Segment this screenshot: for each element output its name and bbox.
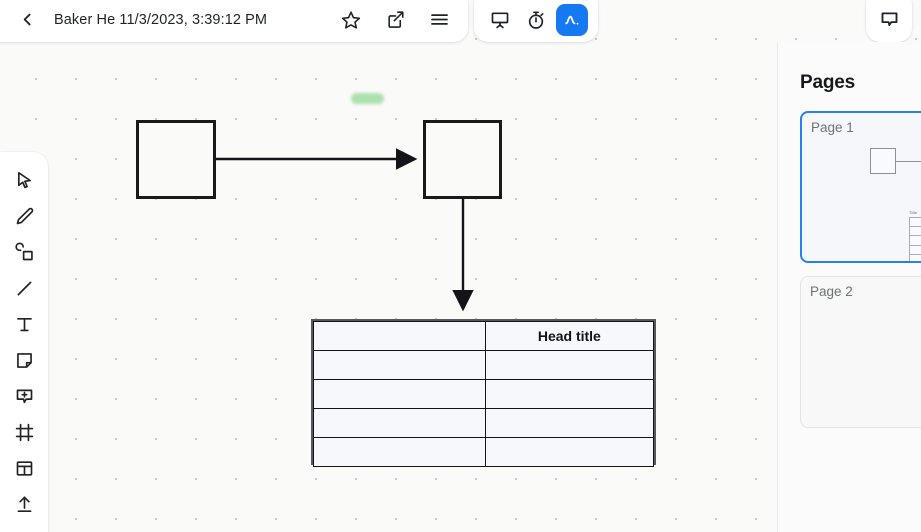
shapes-button[interactable] (6, 234, 42, 270)
table-row[interactable]: Head title (313, 321, 655, 351)
left-toolbar (0, 152, 48, 532)
upload-button[interactable] (6, 486, 42, 522)
table-cell[interactable] (484, 408, 655, 438)
page-card-1[interactable]: Page 1 Title (800, 111, 921, 263)
pages-panel-title: Pages (800, 72, 855, 93)
table-row[interactable] (313, 437, 655, 467)
present-screen-icon (491, 12, 509, 28)
frame-icon (15, 423, 33, 441)
table-row[interactable] (313, 408, 655, 438)
select-cursor-icon (17, 171, 31, 188)
rectangle-left[interactable] (136, 120, 216, 199)
menu-hamburger-button[interactable] (424, 5, 454, 35)
sticky-note-icon (16, 352, 32, 368)
present-screen-button[interactable] (484, 4, 516, 36)
page-card-2[interactable]: Page 2 (800, 276, 921, 428)
page-preview-table (909, 217, 921, 261)
select-cursor-button[interactable] (6, 162, 42, 198)
favorite-star-button[interactable] (336, 5, 366, 35)
presentation-tools-bar (474, 0, 598, 42)
header-bar: Baker He 11/3/2023, 3:39:12 PM (0, 0, 468, 42)
text-icon (16, 317, 32, 331)
data-table[interactable]: Head title (311, 319, 656, 467)
highlighter-stroke[interactable] (351, 93, 384, 104)
pages-panel: Pages Page 1 Title Page 2 (777, 42, 921, 532)
timer-button[interactable] (520, 4, 552, 36)
pen-icon (16, 207, 33, 224)
comment-bubble-icon (881, 12, 897, 27)
table-cell[interactable] (313, 408, 486, 438)
text-button[interactable] (6, 306, 42, 342)
page-card-label: Page 2 (810, 284, 853, 299)
comment-add-button[interactable] (6, 378, 42, 414)
timer-icon (528, 10, 544, 29)
comment-add-icon (16, 389, 32, 403)
favorite-star-icon (341, 10, 361, 29)
shapes-icon (14, 242, 33, 260)
laser-pointer-icon (565, 15, 579, 25)
pen-button[interactable] (6, 198, 42, 234)
frame-button[interactable] (6, 414, 42, 450)
template-icon (16, 460, 32, 476)
table-cell[interactable] (313, 437, 486, 467)
table-row[interactable] (313, 379, 655, 409)
table-row[interactable] (313, 350, 655, 380)
page-card-label: Page 1 (811, 120, 854, 135)
rectangle-right[interactable] (423, 120, 502, 199)
page-preview-connector (896, 161, 921, 162)
menu-hamburger-icon (430, 14, 448, 25)
table-cell[interactable] (484, 379, 655, 409)
sticky-note-button[interactable] (6, 342, 42, 378)
table-header-cell[interactable]: Head title (484, 321, 655, 351)
back-button[interactable] (10, 3, 44, 37)
header-actions (336, 5, 454, 35)
table-cell[interactable] (313, 350, 486, 380)
page-preview-rectangle (870, 148, 896, 174)
comments-button[interactable] (866, 0, 912, 42)
table-cell[interactable] (484, 437, 655, 467)
share-export-icon (387, 11, 404, 28)
upload-icon (17, 495, 31, 512)
table-cell[interactable] (313, 379, 486, 409)
template-button[interactable] (6, 450, 42, 486)
share-export-button[interactable] (380, 5, 410, 35)
table-cell[interactable] (313, 321, 486, 351)
line-button[interactable] (6, 270, 42, 306)
line-icon (17, 281, 31, 295)
favorites-add-button[interactable] (6, 522, 42, 532)
laser-pointer-button[interactable] (556, 3, 588, 36)
chevron-left-icon (23, 13, 31, 26)
table-cell[interactable] (484, 350, 655, 380)
page-title[interactable]: Baker He 11/3/2023, 3:39:12 PM (54, 11, 268, 28)
page-preview-table-title: Title (909, 210, 918, 215)
